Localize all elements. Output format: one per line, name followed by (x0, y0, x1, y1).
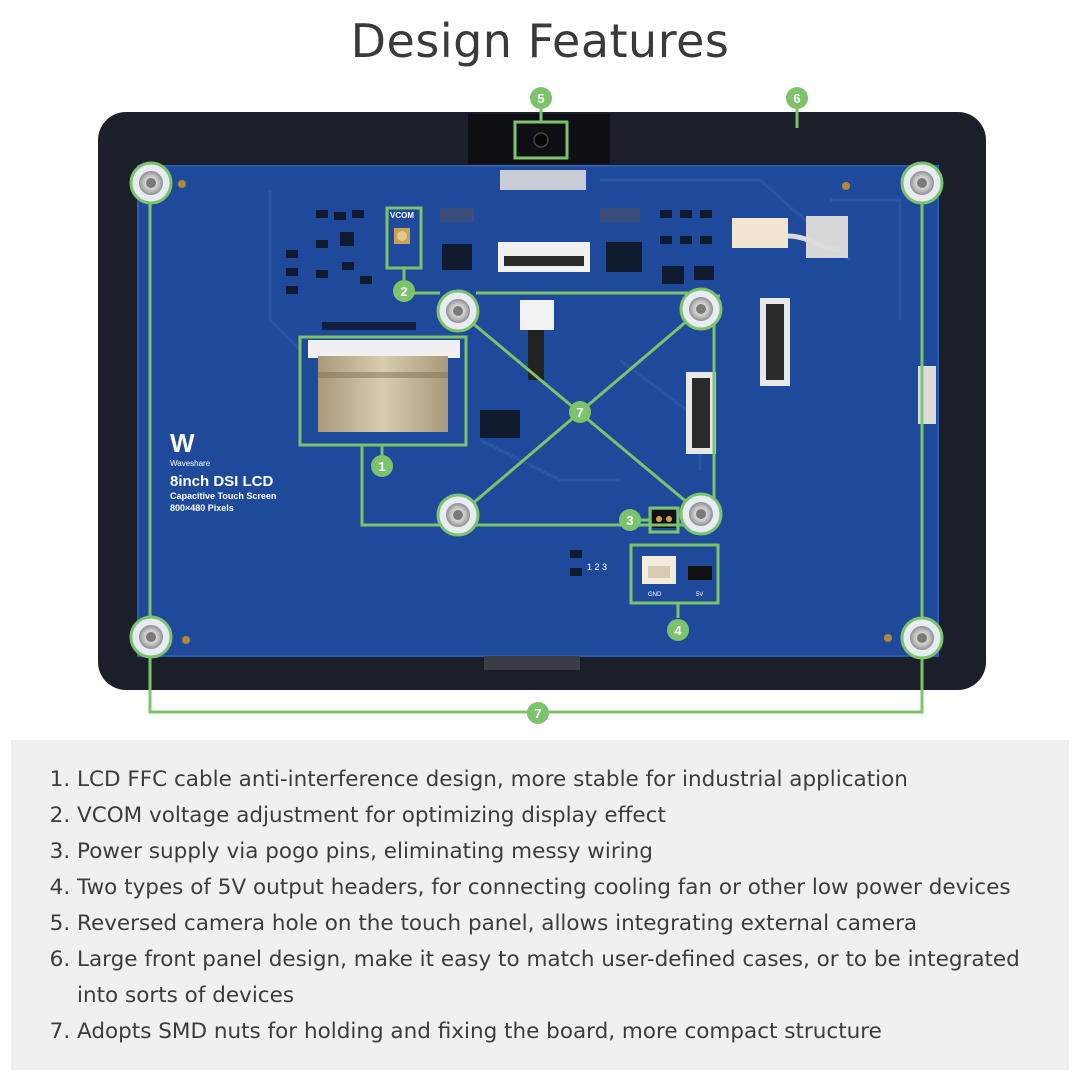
nut-inner-top-right (679, 287, 723, 331)
product-name: 8inch DSI LCD (170, 473, 274, 490)
nut-inner-top-left (436, 289, 480, 333)
feature-item-7: Adopts SMD nuts for holding and fixing t… (77, 1014, 1039, 1050)
svg-text:5: 5 (537, 91, 544, 106)
callout-badge-7-center: 7 (569, 401, 591, 423)
nut-bottom-right-corner (900, 616, 944, 660)
svg-text:7: 7 (534, 706, 541, 721)
wire (787, 233, 841, 253)
pogo-pin-b (666, 516, 672, 522)
fan-connector-top (732, 218, 788, 248)
vcom-pot-knob (397, 231, 407, 241)
svg-text:1: 1 (378, 459, 385, 474)
svg-text:7: 7 (576, 405, 583, 420)
mount-dots (178, 180, 892, 644)
lcd-ffc-socket (308, 340, 460, 358)
dsi-socket-right-slot (766, 304, 784, 380)
product-subtitle: Capacitive Touch Screen (170, 491, 276, 501)
callout-badge-5: 5 (530, 87, 552, 109)
logo-text: Waveshare (170, 459, 211, 468)
feature-item-5: Reversed camera hole on the touch panel,… (77, 906, 1039, 942)
metal-shield (806, 216, 848, 258)
svg-text:2: 2 (400, 284, 407, 299)
feature-item-2: VCOM voltage adjustment for optimizing d… (77, 798, 1039, 834)
feature-item-1: LCD FFC cable anti-interference design, … (77, 762, 1039, 798)
pin-labels: 1 2 3 (587, 562, 607, 572)
smd-components (286, 208, 714, 576)
header-5v-label: 5V (696, 592, 703, 598)
nut-top-right-corner (900, 161, 944, 205)
feature-item-6: Large front panel design, make it easy t… (77, 942, 1039, 1014)
silver-sticker (500, 170, 586, 190)
nut-bottom-left-corner (129, 615, 173, 659)
callout-badge-2: 2 (393, 280, 415, 302)
touch-socket-slot (692, 378, 710, 448)
callout-badge-4: 4 (667, 619, 689, 641)
camera-hole (533, 132, 549, 148)
header-gnd-label: GND (648, 592, 662, 598)
nut-top-left-corner (129, 161, 173, 205)
callout-badge-1: 1 (371, 455, 393, 477)
svg-text:4: 4 (674, 623, 682, 638)
vcom-label: VCOM (390, 211, 414, 220)
ffc-fold (318, 372, 448, 378)
callout-badges: 1 2 3 4 5 6 7 7 (371, 87, 808, 724)
callout-badge-6: 6 (786, 87, 808, 109)
pin-header (688, 566, 712, 580)
callout-badge-3: 3 (619, 509, 641, 531)
fan-header-inner (648, 566, 670, 578)
callout-badge-7-bottom: 7 (527, 702, 549, 724)
product-diagram: VCOM W Waveshare 8inch DSI LCD Capacitiv… (98, 87, 986, 724)
svg-text:6: 6 (793, 91, 800, 106)
feature-list: LCD FFC cable anti-interference design, … (11, 740, 1069, 1050)
smd-nuts (129, 161, 944, 660)
nut-inner-bottom-left (436, 493, 480, 537)
waveshare-logo: W (170, 428, 195, 458)
feature-item-3: Power supply via pogo pins, eliminating … (77, 834, 1039, 870)
product-resolution: 800×480 Pixels (170, 503, 234, 513)
bottom-tab (484, 656, 580, 670)
feature-item-4: Two types of 5V output headers, for conn… (77, 870, 1039, 906)
svg-text:3: 3 (626, 513, 633, 528)
pogo-pin-a (656, 516, 662, 522)
feature-list-panel: LCD FFC cable anti-interference design, … (11, 740, 1069, 1070)
page-title: Design Features (350, 14, 730, 68)
lcd-ffc-cable (318, 356, 448, 432)
nut-inner-bottom-right (679, 492, 723, 536)
